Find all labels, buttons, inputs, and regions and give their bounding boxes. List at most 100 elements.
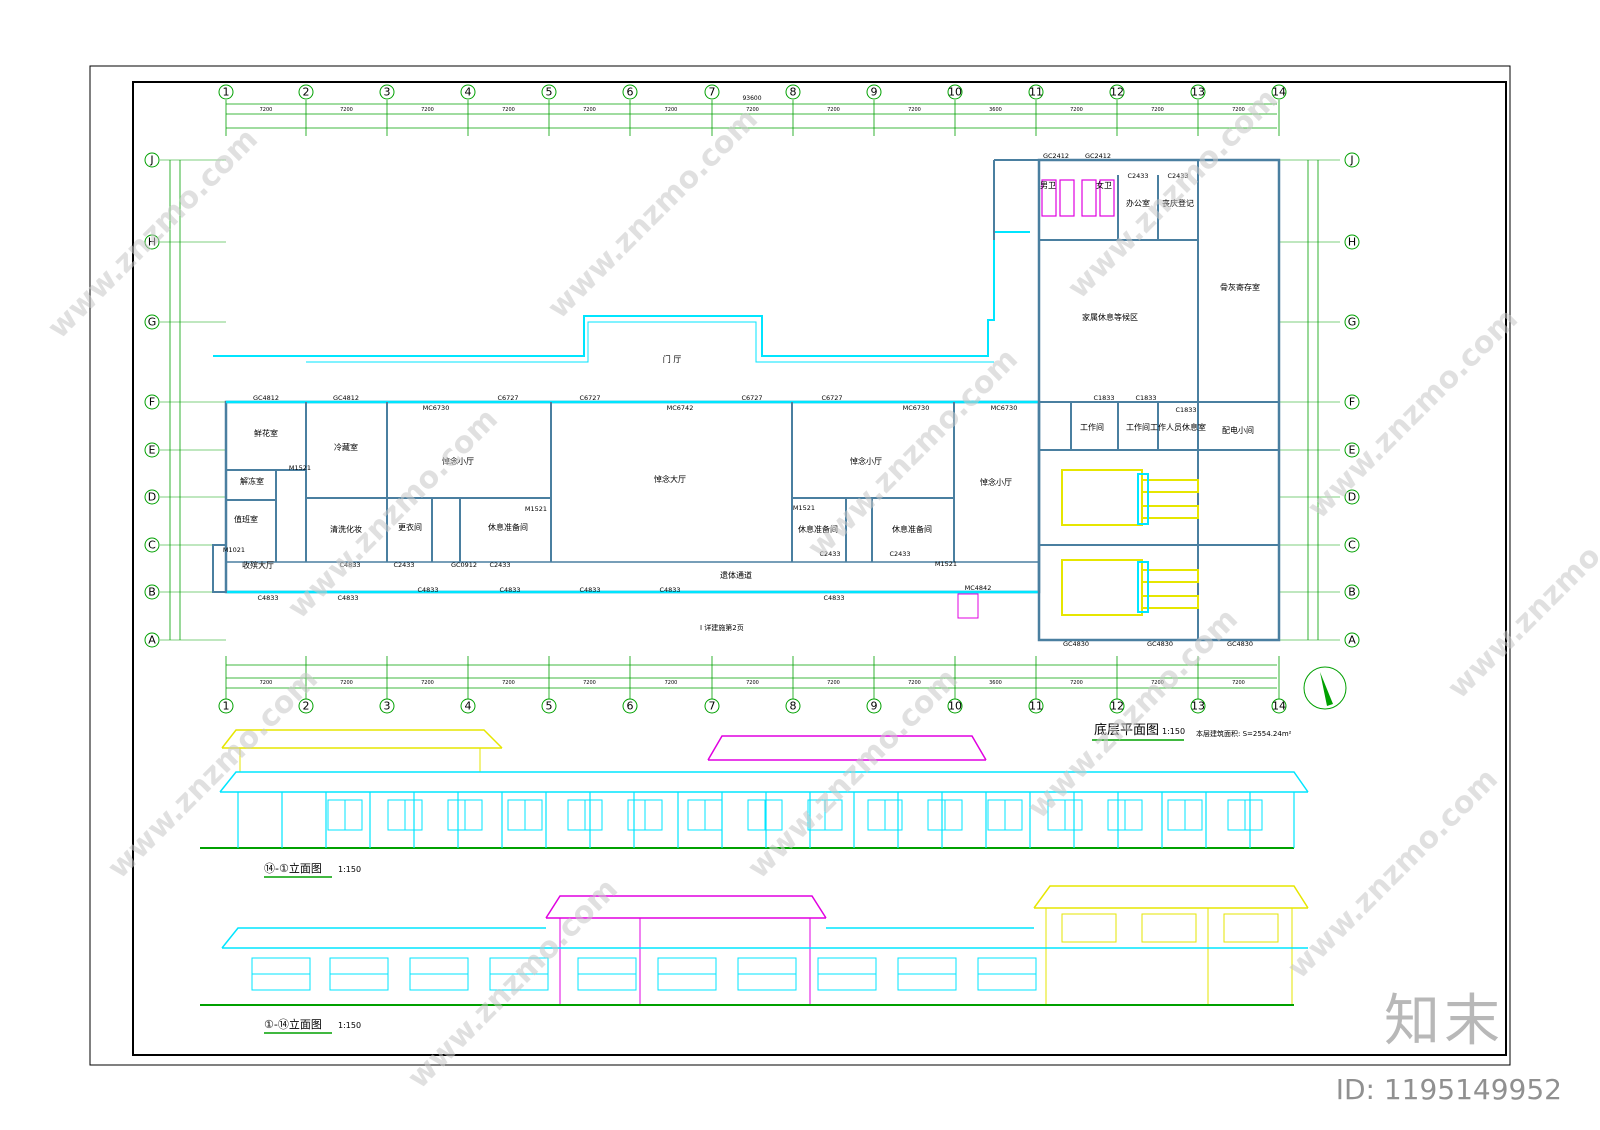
grid-col-bubble	[1271, 84, 1287, 100]
grid-col-bubble	[298, 698, 314, 714]
room-qingxi: 清洗化妆	[330, 524, 362, 534]
room-menting: 门 厅	[663, 354, 682, 364]
room-nvwei: 女卫	[1096, 180, 1112, 190]
room-jiedong: 解冻室	[240, 476, 264, 486]
grid-row-bubble	[144, 537, 160, 553]
room-shouyun: 收殡大厅	[242, 560, 274, 570]
tag: C6727	[579, 394, 600, 402]
watermark-text: www.znzmo.com	[101, 662, 325, 886]
elev1-scale: 1:150	[338, 865, 361, 874]
tag: C6727	[741, 394, 762, 402]
tag: GC2412	[1043, 152, 1069, 160]
grid-col-bubble	[218, 84, 234, 100]
inner-frame	[132, 81, 1507, 1056]
canopy-outline	[213, 231, 1030, 357]
grid-col-bubble	[1190, 698, 1206, 714]
watermark-text: www.znzmo.com	[1441, 482, 1600, 706]
tag: C4833	[579, 586, 600, 594]
tag: GC4830	[1147, 640, 1173, 648]
span-dim: 7200	[908, 107, 921, 113]
partitions	[226, 402, 955, 562]
grid-row-bubble	[144, 442, 160, 458]
span-dim: 7200	[340, 680, 353, 686]
grid-col-label: 12	[1110, 86, 1124, 99]
grid-row-label: J	[149, 154, 153, 167]
room-xianhua: 鲜花室	[254, 428, 278, 438]
span-dim: 7200	[1232, 680, 1245, 686]
grid-row-bubble	[1344, 314, 1360, 330]
tag: MC6730	[903, 404, 930, 412]
grid-row-bubble	[144, 152, 160, 168]
area-note: 本层建筑面积: S=2554.24m²	[1196, 729, 1292, 738]
watermark-text: www.znzmo.com	[401, 872, 625, 1096]
tag: C4833	[339, 561, 360, 569]
grid-col-label: 2	[303, 86, 310, 99]
span-dim: 7200	[260, 107, 273, 113]
grid-col-label: 5	[546, 86, 553, 99]
span-dim: 7200	[665, 680, 678, 686]
room-daonian-da: 悼念大厅	[654, 474, 686, 484]
grid-col-label: 11	[1029, 700, 1043, 713]
tag: C1833	[1175, 406, 1196, 414]
tag: C4833	[659, 586, 680, 594]
elev1-title: ⑭-①立面图	[264, 861, 322, 875]
grid-col-bubble	[622, 698, 638, 714]
room-xiuxi-3: 休息准备间	[892, 524, 932, 534]
room-gengyi: 更衣间	[398, 522, 422, 532]
room-jiashu: 家属休息等候区	[1082, 312, 1138, 322]
tag: MC6742	[667, 404, 694, 412]
room-bangong: 办公室	[1126, 198, 1150, 208]
grid-col-label: 8	[790, 86, 797, 99]
grid-col-label: 9	[871, 700, 878, 713]
grid-col-bubble	[1271, 698, 1287, 714]
grid-col-bubble	[866, 698, 882, 714]
tag: C4833	[417, 586, 438, 594]
span-dim: 7200	[746, 107, 759, 113]
grid-row-bubble	[1344, 152, 1360, 168]
span-dim: 7200	[665, 107, 678, 113]
tag: C2433	[393, 561, 414, 569]
span-dim: 7200	[583, 680, 596, 686]
grid-row-bubble	[144, 489, 160, 505]
room-yiti: 遗体通道	[720, 570, 752, 580]
tag: C4833	[257, 594, 278, 602]
grid-col-label: 14	[1272, 86, 1286, 99]
grid-row-bubble	[1344, 442, 1360, 458]
grid-col-label: 1	[223, 86, 230, 99]
tag: M1021	[223, 546, 245, 554]
span-dim: 3600	[989, 680, 1002, 686]
room-zhibang: 值班室	[234, 514, 258, 524]
watermarks: www.znzmo.comwww.znzmo.comwww.znzmo.comw…	[41, 82, 1600, 1096]
tag: C6727	[497, 394, 518, 402]
grid-col-bubble	[1028, 698, 1044, 714]
grid-row-label: G	[1348, 316, 1357, 329]
grid-col-label: 14	[1272, 700, 1286, 713]
grid-col-label: 12	[1110, 700, 1124, 713]
tag: MC6730	[423, 404, 450, 412]
room-xiuxi-2: 休息准备间	[798, 524, 838, 534]
grid-row-label: H	[1348, 236, 1356, 249]
grid-row-bubble	[144, 584, 160, 600]
grid-row-bubble	[144, 632, 160, 648]
grid-row-bubble	[1344, 489, 1360, 505]
span-dim: 7200	[746, 680, 759, 686]
span-dim: 7200	[502, 680, 515, 686]
tag: GC4830	[1227, 640, 1253, 648]
tag: C1833	[1093, 394, 1114, 402]
grid-col-bubble	[1190, 84, 1206, 100]
span-dim: 3600	[989, 107, 1002, 113]
grid-row-label: G	[148, 316, 157, 329]
grid-row-label: D	[1348, 491, 1356, 504]
grid-col-bubble	[379, 698, 395, 714]
tag: GC2412	[1085, 152, 1111, 160]
grid-col-bubble	[704, 698, 720, 714]
span-dim: 7200	[421, 680, 434, 686]
west-lobby	[212, 544, 227, 593]
grid-row-bubble	[1344, 537, 1360, 553]
tag: C2433	[489, 561, 510, 569]
tag: M1521	[289, 464, 311, 472]
grid-col-label: 3	[384, 86, 391, 99]
grid-col-bubble	[785, 698, 801, 714]
grid-row-bubble	[1344, 234, 1360, 250]
